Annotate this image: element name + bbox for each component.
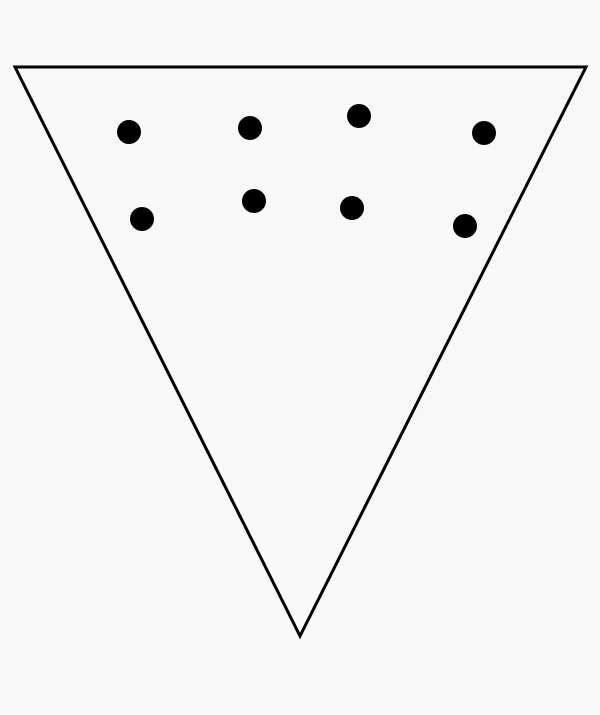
dot-1 — [117, 120, 141, 144]
dot-3 — [347, 104, 371, 128]
dot-7 — [340, 196, 364, 220]
dot-8 — [453, 214, 477, 238]
dot-2 — [238, 116, 262, 140]
dot-6 — [242, 189, 266, 213]
inverted-triangle-outline — [12, 65, 589, 640]
dot-5 — [130, 207, 154, 231]
dot-4 — [472, 121, 496, 145]
